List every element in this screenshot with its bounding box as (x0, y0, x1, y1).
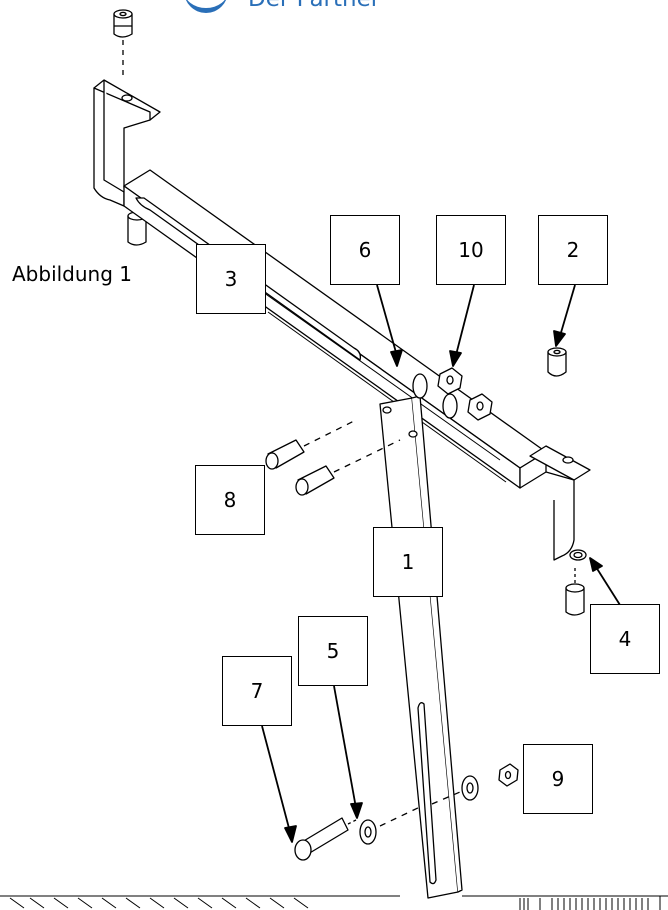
washer-part-5 (359, 805, 423, 845)
vertical-plate-part-1 (379, 395, 463, 899)
brand-logo-mark (184, 0, 228, 13)
brand-text: Der Partner (248, 0, 380, 12)
footer-hatch-strip (0, 895, 668, 910)
washer-part-6-lower (442, 393, 458, 419)
callout-4: 4 (590, 604, 660, 674)
washer-part-9 (431, 775, 479, 805)
screw-part-8-upper (265, 419, 357, 470)
leader-arrows (261, 284, 621, 843)
nut-part-10-lower (467, 393, 493, 421)
callout-3: 3 (196, 244, 266, 314)
callout-7: 7 (222, 656, 292, 726)
callout-8: 8 (195, 465, 265, 535)
washer-part-6-upper (412, 373, 428, 399)
left-end-bracket (93, 79, 161, 207)
top-cap-nut (113, 9, 133, 80)
callout-10: 10 (436, 215, 506, 285)
right-bottom-screw (565, 568, 585, 616)
callout-5: 5 (298, 616, 368, 686)
nut-part-10-upper (437, 367, 463, 395)
callout-6: 6 (330, 215, 400, 285)
callout-9: 9 (523, 744, 593, 814)
nut-part-9 (498, 763, 519, 787)
callout-2: 2 (538, 215, 608, 285)
screw-part-8-lower (295, 439, 401, 496)
screw-part-7 (294, 817, 357, 861)
callout-1: 1 (373, 527, 443, 597)
right-end-bracket (529, 445, 591, 561)
figure-label: Abbildung 1 (12, 262, 133, 286)
cap-nut-part-2 (547, 347, 567, 377)
